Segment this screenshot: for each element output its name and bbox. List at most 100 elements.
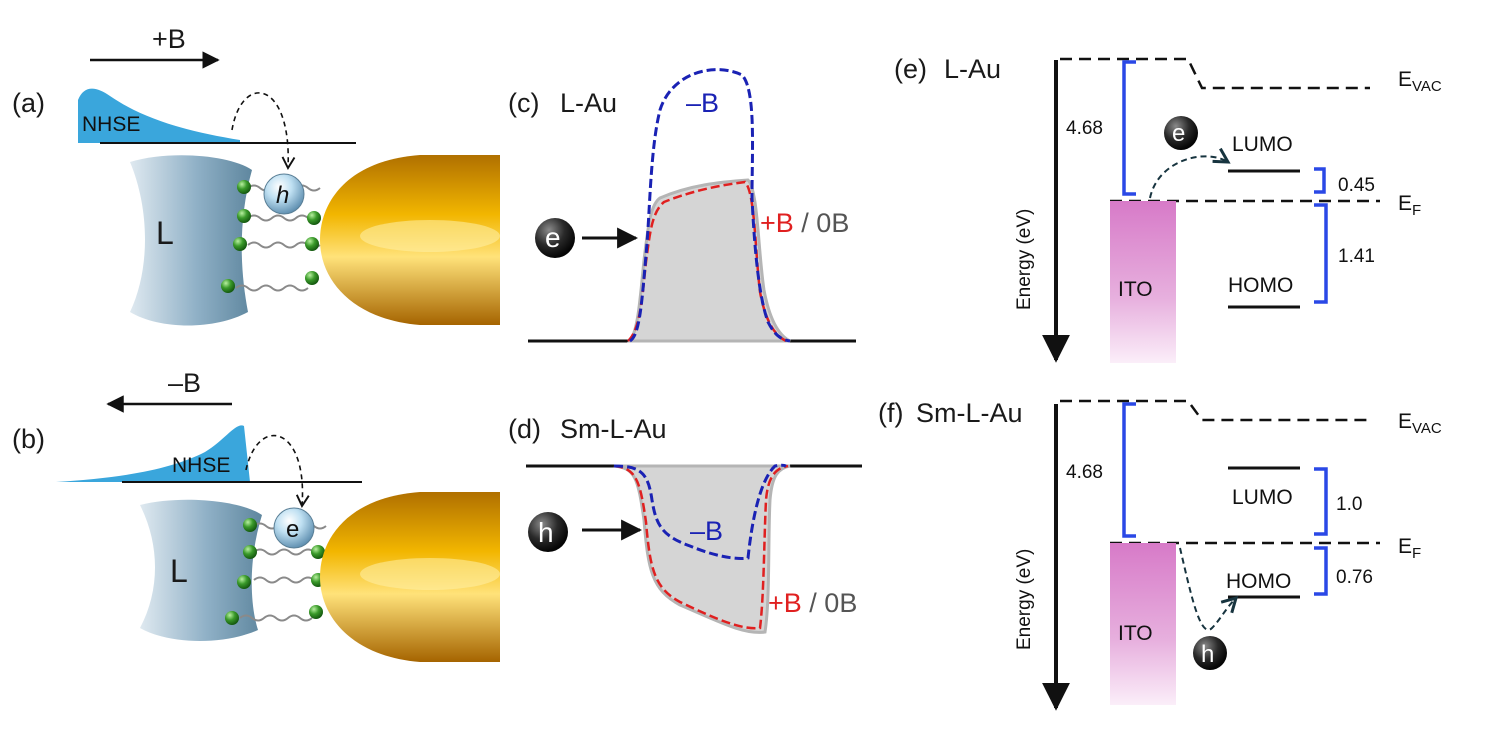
ef-e-sub: F bbox=[1412, 202, 1421, 219]
energy-axis-f-label: Energy (eV) bbox=[1014, 549, 1035, 650]
ligand-bead bbox=[225, 611, 239, 625]
ligand-bead bbox=[237, 575, 251, 589]
molecule-l-a-label: L bbox=[156, 215, 174, 251]
gap-lumo-ef-e: 0.45 bbox=[1338, 175, 1375, 196]
hole-transfer-arrow-f bbox=[1179, 547, 1236, 631]
molecule-l-b bbox=[140, 499, 262, 642]
ligand-bead bbox=[221, 279, 235, 293]
gold-highlight-a bbox=[360, 220, 500, 252]
ito-block-f bbox=[1110, 543, 1176, 705]
vacuum-level-f bbox=[1060, 399, 1370, 422]
evac-label-e: EVAC bbox=[1398, 68, 1442, 95]
ef-label-e: EF bbox=[1398, 192, 1421, 219]
panel-a: (a) +B NHSE L h bbox=[12, 24, 500, 326]
panel-d-minus-b-label: –B bbox=[690, 516, 723, 546]
ef-e-main: E bbox=[1398, 192, 1412, 215]
panel-c-title: L-Au bbox=[560, 88, 617, 118]
panel-a-tag: (a) bbox=[12, 88, 45, 118]
ito-block-e bbox=[1110, 201, 1176, 363]
electron-transfer-arrow-e bbox=[1149, 156, 1228, 199]
panel-f: (f) Sm-L-Au Energy (eV) EVAC EF ITO 4.68… bbox=[878, 398, 1442, 711]
panel-f-tag: (f) bbox=[878, 398, 903, 428]
hole-ball-d bbox=[528, 512, 568, 552]
electron-ball-e-label: e bbox=[1172, 120, 1185, 147]
bracket-vac-ef-f bbox=[1122, 402, 1136, 538]
ef-f-sub: F bbox=[1412, 545, 1421, 562]
evac-label-f: EVAC bbox=[1398, 410, 1442, 437]
panel-c-plus-b-label: +B bbox=[760, 208, 794, 238]
ito-e-label: ITO bbox=[1118, 278, 1153, 301]
ito-f-label: ITO bbox=[1118, 622, 1153, 645]
gold-highlight-b bbox=[360, 558, 500, 590]
ligand-bead bbox=[233, 237, 247, 251]
panel-c-minus-b-label: –B bbox=[686, 88, 719, 118]
panel-c-field-labels: +B / 0B bbox=[760, 208, 849, 238]
electron-ball-e bbox=[1164, 116, 1198, 150]
ef-label-f: EF bbox=[1398, 535, 1421, 562]
bracket-lumo-ef-e bbox=[1314, 167, 1326, 194]
ligand-bead bbox=[237, 180, 251, 194]
molecule-l-b-label: L bbox=[170, 553, 188, 589]
hole-ball-f bbox=[1193, 636, 1227, 670]
homo-e-label: HOMO bbox=[1228, 274, 1293, 297]
bracket-ef-homo-f bbox=[1314, 546, 1328, 596]
bracket-lumo-ef-f bbox=[1314, 467, 1328, 536]
ef-f-main: E bbox=[1398, 535, 1412, 558]
gap-ef-homo-f: 0.76 bbox=[1336, 567, 1373, 588]
ligand-bead bbox=[237, 209, 251, 223]
panel-b-tag: (b) bbox=[12, 424, 45, 454]
gap-vac-ef-e: 4.68 bbox=[1066, 118, 1103, 139]
electron-ball-b-label: e bbox=[286, 516, 299, 543]
panel-d-plus-b-label: +B bbox=[768, 588, 802, 618]
ligand-bead bbox=[311, 545, 325, 559]
panel-a-nhse-label: NHSE bbox=[82, 113, 140, 136]
panel-c: (c) L-Au –B +B / 0B e bbox=[508, 68, 856, 343]
panel-f-title: Sm-L-Au bbox=[916, 398, 1023, 428]
barrier-fill-zero-b bbox=[627, 178, 791, 343]
panel-c-tag: (c) bbox=[508, 88, 539, 118]
panel-d: (d) Sm-L-Au –B +B / 0B h bbox=[508, 414, 862, 634]
electron-ball-b bbox=[273, 507, 315, 549]
panel-c-zero-b-label: 0B bbox=[816, 208, 849, 238]
evac-f-main: E bbox=[1398, 410, 1412, 433]
ligand-bead bbox=[243, 545, 257, 559]
panel-c-slash: / bbox=[794, 208, 817, 238]
gap-ef-homo-e: 1.41 bbox=[1338, 246, 1375, 267]
evac-f-sub: VAC bbox=[1412, 420, 1442, 437]
hop-arrow-b bbox=[245, 434, 310, 508]
panel-d-title: Sm-L-Au bbox=[560, 414, 667, 444]
gap-lumo-ef-f: 1.0 bbox=[1336, 494, 1362, 515]
ligand-bead bbox=[307, 211, 321, 225]
curve-plus-b bbox=[613, 464, 789, 630]
ligand-bead bbox=[305, 237, 319, 251]
nhse-wave-left bbox=[78, 88, 240, 143]
panel-d-slash: / bbox=[802, 588, 825, 618]
curve-minus-b bbox=[613, 463, 787, 560]
ligand-bead bbox=[309, 605, 323, 619]
panel-e-tag: (e) bbox=[894, 54, 927, 84]
hole-ball-a-label: h bbox=[276, 182, 289, 209]
evac-e-sub: VAC bbox=[1412, 78, 1442, 95]
panel-e: (e) L-Au Energy (eV) EVAC EF ITO 4.68 LU… bbox=[894, 54, 1442, 363]
gap-vac-ef-f: 4.68 bbox=[1066, 462, 1103, 483]
panel-d-tag: (d) bbox=[508, 414, 541, 444]
bracket-ef-homo-e bbox=[1314, 203, 1328, 304]
lumo-e-label: LUMO bbox=[1232, 133, 1293, 156]
evac-e-main: E bbox=[1398, 68, 1412, 91]
energy-axis-e-label: Energy (eV) bbox=[1014, 209, 1035, 310]
panel-b-field-label: –B bbox=[168, 368, 201, 398]
panel-d-zero-b-label: 0B bbox=[824, 588, 857, 618]
hop-arrow-a bbox=[231, 92, 296, 170]
hole-ball-f-label: h bbox=[1201, 641, 1214, 668]
homo-f-label: HOMO bbox=[1226, 570, 1291, 593]
nhse-wave-right bbox=[56, 425, 250, 482]
bracket-vac-ef-e bbox=[1122, 60, 1136, 196]
electron-ball-c bbox=[535, 218, 575, 258]
hole-ball-d-label: h bbox=[538, 517, 554, 548]
panel-e-title: L-Au bbox=[944, 54, 1001, 84]
vacuum-level-e bbox=[1060, 57, 1370, 90]
lumo-f-label: LUMO bbox=[1232, 486, 1293, 509]
panel-a-field-label: +B bbox=[152, 24, 186, 54]
hole-ball-a bbox=[263, 173, 305, 215]
